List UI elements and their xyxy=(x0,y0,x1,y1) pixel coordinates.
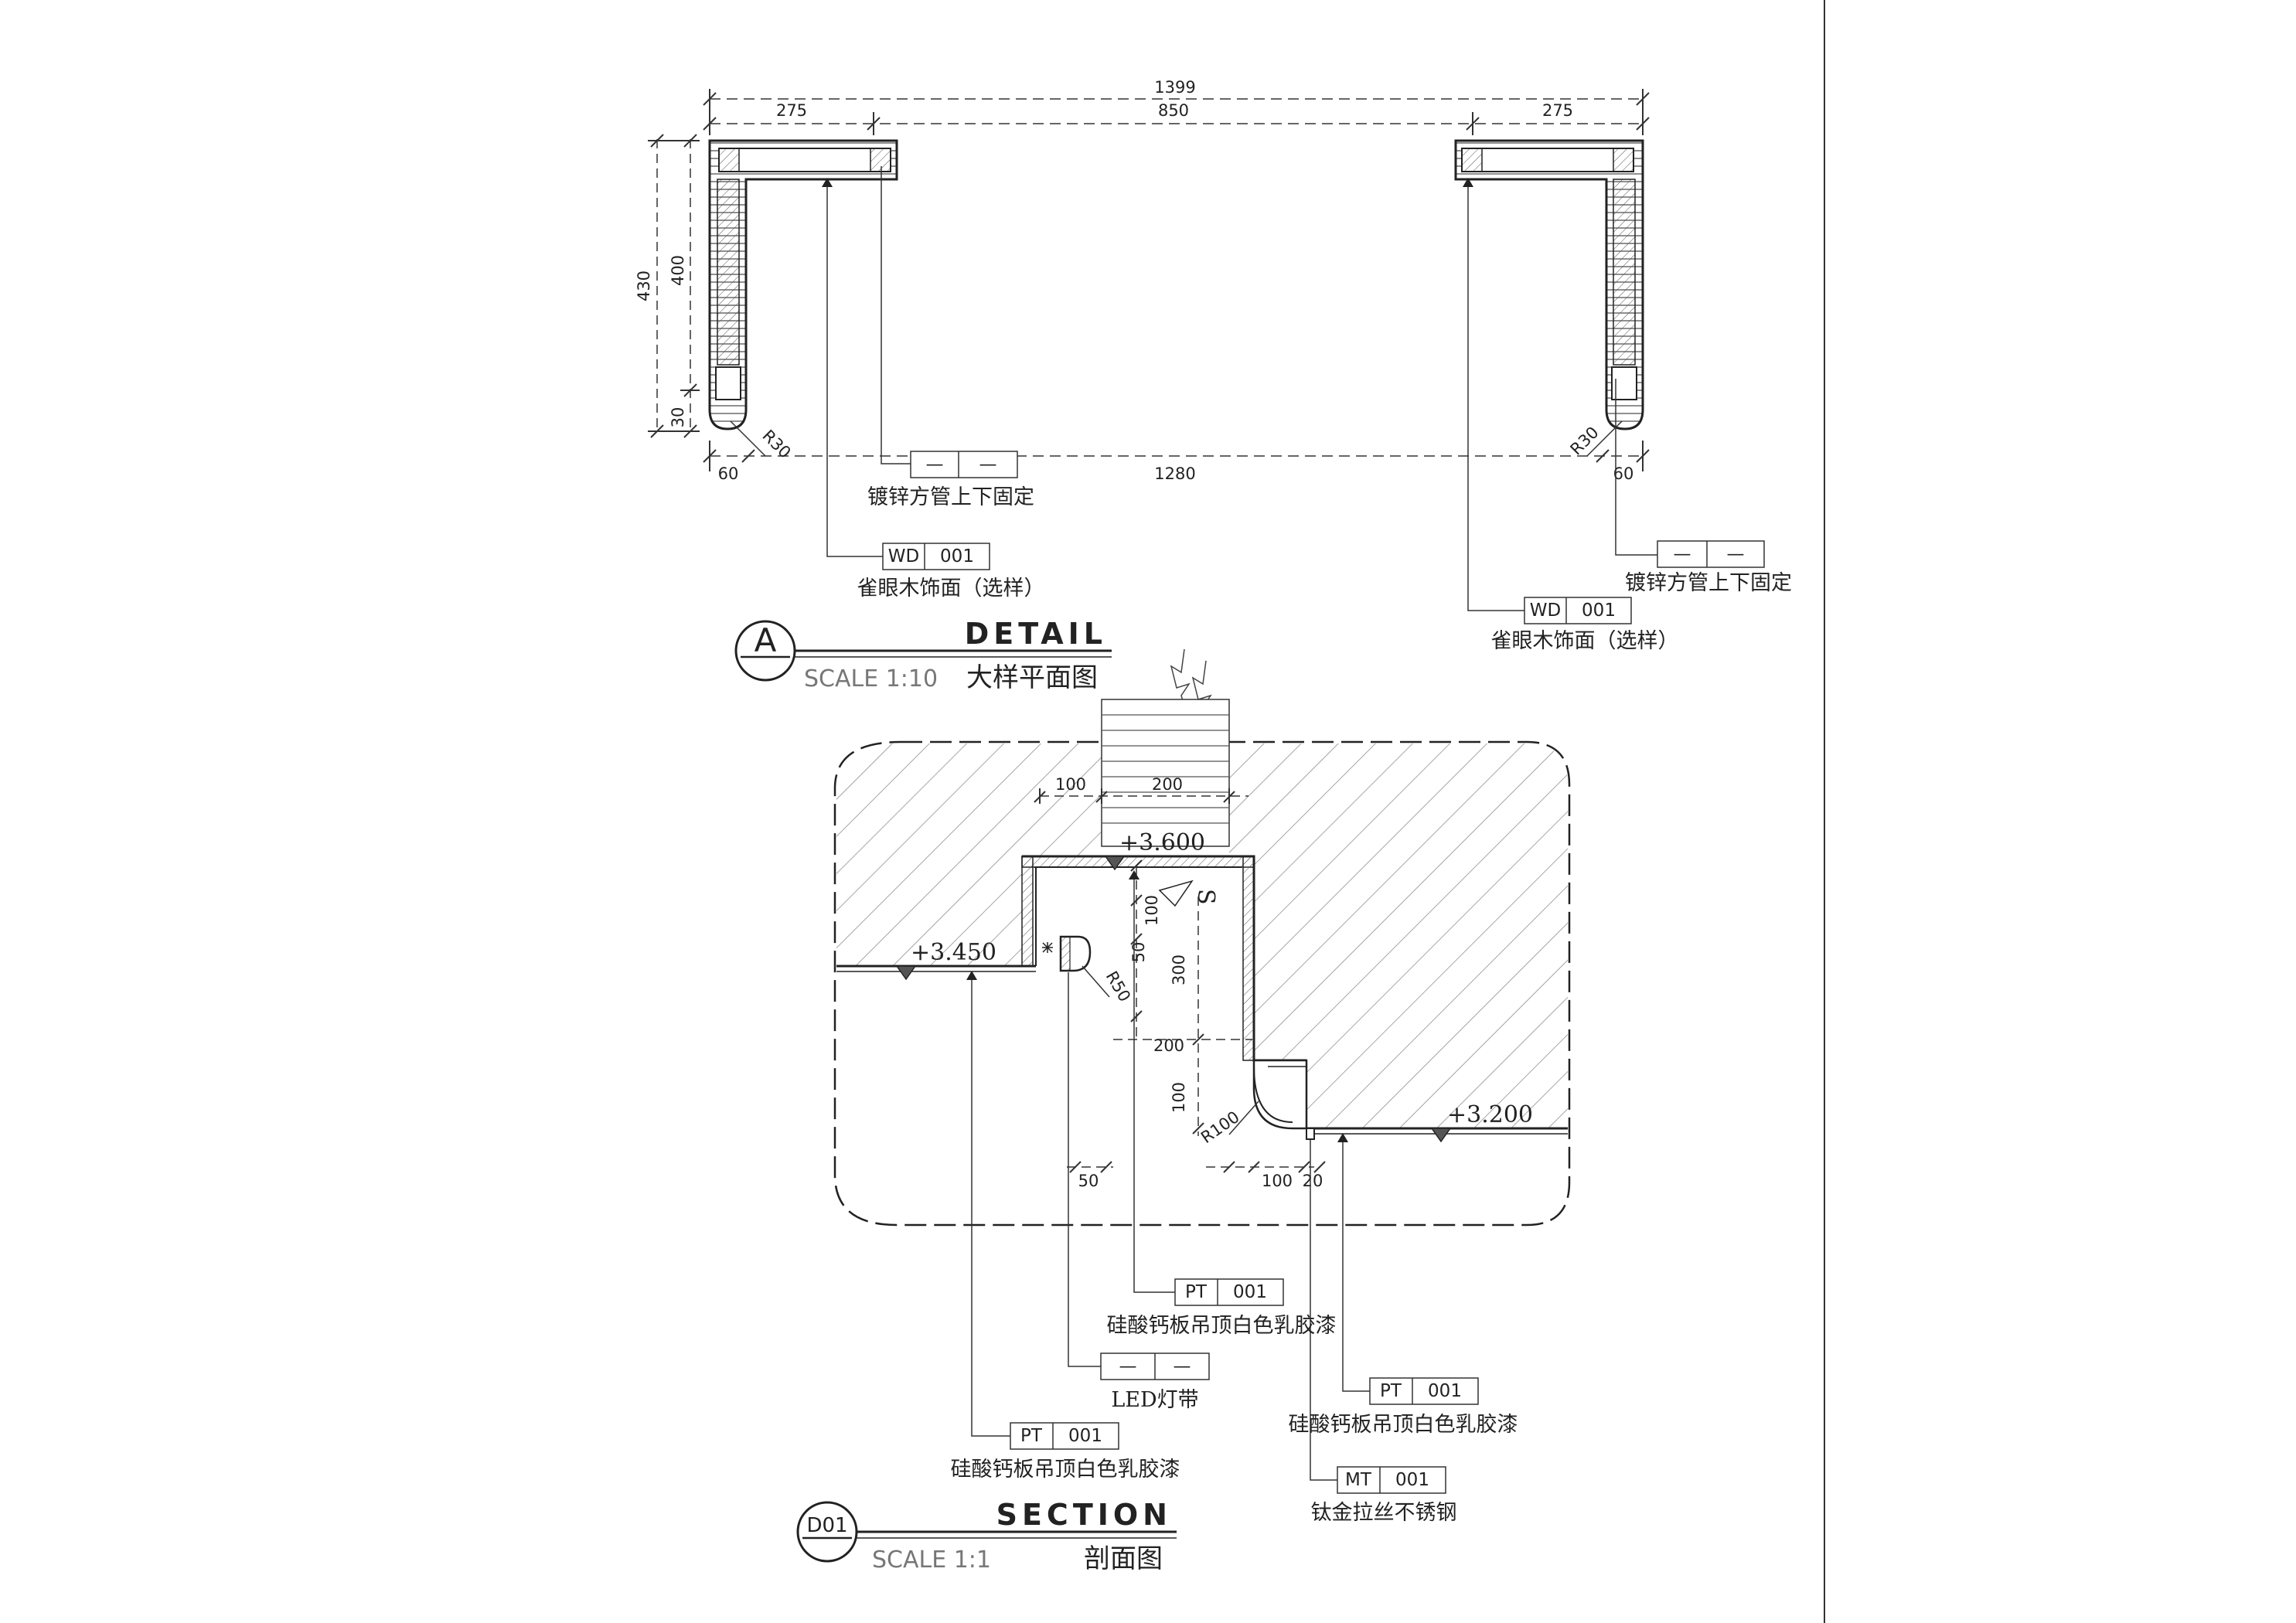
dim-vertical-3: 300 xyxy=(1170,954,1188,985)
tag-label: 雀眼木饰面（选样） xyxy=(857,577,1045,601)
tag-code: WD xyxy=(888,546,919,567)
right-drop-board xyxy=(1242,856,1255,1061)
tag-pt-lower-left: PT 001 硅酸钙板吊顶白色乳胶漆 xyxy=(951,1422,1180,1482)
tag-code: PT xyxy=(1380,1381,1402,1401)
tag-num: 001 xyxy=(1395,1470,1429,1490)
dim-bottom-left: 50 xyxy=(1078,1172,1099,1190)
title-name: SECTION xyxy=(996,1498,1172,1532)
tag-num: 001 xyxy=(1068,1426,1102,1446)
tag-code: MT xyxy=(1345,1470,1372,1490)
dim-inner-span: 1280 xyxy=(1154,464,1195,483)
joist-block xyxy=(1101,699,1230,847)
tag-label: 硅酸钙板吊顶白色乳胶漆 xyxy=(951,1458,1180,1482)
slab-right-hatch xyxy=(1229,743,1568,1128)
dim-radius-large: R100 xyxy=(1197,1108,1243,1147)
tag-code: — xyxy=(1674,544,1691,564)
tag-label: 镀锌方管上下固定 xyxy=(867,485,1034,509)
dim-vertical-2: 50 xyxy=(1129,942,1148,963)
right-l-profile xyxy=(1454,139,1644,430)
level-left: +3.450 xyxy=(911,939,996,966)
slab-left-hatch xyxy=(836,743,1102,966)
tag-num: — xyxy=(979,454,997,475)
slope-arrow xyxy=(1158,880,1194,907)
section-title-block: D01 SECTION SCALE 1:1 剖面图 xyxy=(796,1498,1177,1574)
dim-height-lower: 30 xyxy=(669,407,687,428)
left-drop-board xyxy=(1021,856,1034,967)
break-line-top xyxy=(1170,648,1196,743)
tag-label: 钛金拉丝不锈钢 xyxy=(1311,1501,1457,1525)
dim-radius-right: R30 xyxy=(1567,423,1603,458)
detail-plan: 1399 275 850 275 430 400 30 xyxy=(635,78,1792,693)
dim-bottom-mid: 100 xyxy=(1262,1172,1293,1190)
section-boundary xyxy=(833,740,1571,1227)
tag-num: 001 xyxy=(1582,601,1616,621)
tag-led: — — LED灯带 xyxy=(1100,1352,1210,1412)
tag-pt-right: PT 001 硅酸钙板吊顶白色乳胶漆 xyxy=(1289,1377,1518,1437)
tag-code: PT xyxy=(1185,1282,1208,1302)
trim-r100 xyxy=(1252,1059,1308,1130)
detail-title-block: A DETAIL SCALE 1:10 大样平面图 xyxy=(734,617,1112,693)
dim-bottom-right: 20 xyxy=(1303,1172,1323,1190)
tag-code: WD xyxy=(1530,601,1561,621)
top-board xyxy=(1021,856,1255,868)
tag-code: — xyxy=(926,454,944,475)
left-l-profile xyxy=(708,139,898,430)
tag-label: 镀锌方管上下固定 xyxy=(1625,571,1792,595)
tag-label: 硅酸钙板吊顶白色乳胶漆 xyxy=(1289,1413,1518,1437)
dim-horizontal-mid: 200 xyxy=(1153,1036,1184,1055)
dim-offset-right: 60 xyxy=(1613,464,1634,483)
level-right: +3.200 xyxy=(1447,1101,1533,1128)
mt-trim xyxy=(1306,1128,1315,1140)
title-scale: SCALE 1:1 xyxy=(872,1546,991,1574)
dim-top-left: 100 xyxy=(1055,775,1086,794)
tag-label: 硅酸钙板吊顶白色乳胶漆 xyxy=(1107,1314,1337,1338)
tag-num: — xyxy=(1727,544,1745,564)
tag-label: 雀眼木饰面（选样） xyxy=(1491,629,1679,653)
dim-offset-left: 60 xyxy=(718,464,739,483)
tag-label: LED灯带 xyxy=(1111,1388,1198,1412)
dim-radius-left: R30 xyxy=(758,427,794,462)
tag-mt: MT 001 钛金拉丝不锈钢 xyxy=(1311,1466,1457,1525)
title-cn: 剖面图 xyxy=(1084,1543,1163,1574)
tag-num: 001 xyxy=(1428,1381,1462,1401)
tag-wood-right: WD 001 雀眼木饰面（选样） xyxy=(1491,597,1679,653)
dim-right: 275 xyxy=(1542,101,1573,120)
level-marker-left xyxy=(895,965,917,981)
dim-middle: 850 xyxy=(1158,101,1189,120)
dim-height-upper: 400 xyxy=(669,255,687,286)
tag-wood-left: WD 001 雀眼木饰面（选样） xyxy=(857,543,1045,601)
section-drawing: +3.600 +3.450 +3.200 S 100 xyxy=(796,648,1571,1574)
tag-code: — xyxy=(1119,1356,1137,1376)
dim-radius-small: R50 xyxy=(1102,968,1134,1005)
dim-vertical-4: 100 xyxy=(1170,1082,1188,1113)
level-top: +3.600 xyxy=(1119,829,1205,856)
s-mark: S xyxy=(1192,889,1219,905)
title-scale: SCALE 1:10 xyxy=(804,665,938,692)
dim-top-right: 200 xyxy=(1152,775,1183,794)
tag-pipe-left: — — 镀锌方管上下固定 xyxy=(867,451,1034,509)
level-marker-right xyxy=(1430,1128,1452,1143)
dim-height-total: 430 xyxy=(635,270,653,301)
dim-vertical-1: 100 xyxy=(1143,895,1161,926)
tag-pt-upper: PT 001 硅酸钙板吊顶白色乳胶漆 xyxy=(1107,1278,1337,1338)
tag-num: 001 xyxy=(1233,1282,1267,1302)
title-mark: A xyxy=(755,621,777,659)
tag-num: 001 xyxy=(940,546,974,567)
title-cn: 大样平面图 xyxy=(966,662,1098,693)
tag-pipe-right: — — 镀锌方管上下固定 xyxy=(1625,540,1792,595)
tag-code: PT xyxy=(1020,1426,1043,1446)
dim-overall: 1399 xyxy=(1154,78,1195,97)
radius-leader-left xyxy=(730,420,766,457)
tag-num: — xyxy=(1174,1356,1191,1376)
title-name: DETAIL xyxy=(965,617,1107,651)
led-icon xyxy=(1042,942,1053,953)
dim-left: 275 xyxy=(776,101,807,120)
title-mark: D01 xyxy=(806,1514,847,1537)
